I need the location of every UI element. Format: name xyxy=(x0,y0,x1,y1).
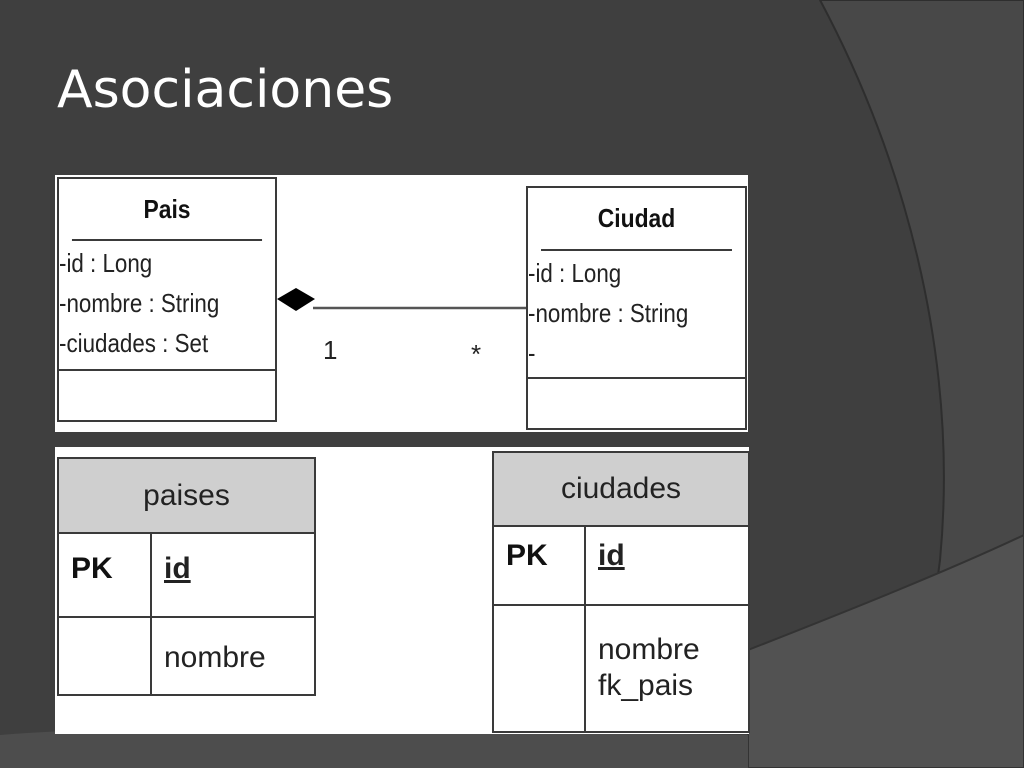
uml-attribute: -nombre : String xyxy=(528,298,689,328)
db-pk-column: id xyxy=(164,552,191,585)
db-key-label: PK xyxy=(59,534,152,616)
uml-class-diagram: Pais -id : Long -nombre : String -ciudad… xyxy=(55,175,748,432)
database-schema-diagram: paises PK id nombre ciudades PK id nombr… xyxy=(55,447,750,734)
uml-attribute: -nombre : String xyxy=(59,288,220,318)
db-key-empty xyxy=(494,606,586,731)
uml-class-ciudad: Ciudad -id : Long -nombre : String - xyxy=(526,186,747,430)
uml-attribute: -ciudades : Set xyxy=(59,328,209,358)
multiplicity-one: 1 xyxy=(323,335,338,365)
slide-title: Asociaciones xyxy=(57,60,394,120)
db-table-name: ciudades xyxy=(494,453,748,527)
db-table-paises: paises PK id nombre xyxy=(57,457,316,696)
association-connector xyxy=(277,288,526,311)
db-pk-column: id xyxy=(598,539,625,572)
multiplicity-many: * xyxy=(471,339,482,369)
uml-class-name: Ciudad xyxy=(541,188,732,251)
db-column: nombre xyxy=(598,633,700,666)
db-column: nombre xyxy=(164,641,266,674)
uml-attributes: -id : Long -nombre : String -ciudades : … xyxy=(59,241,275,371)
db-pk-row: PK id xyxy=(494,527,748,604)
db-column: fk_pais xyxy=(598,669,694,702)
db-key-label: PK xyxy=(494,527,586,604)
uml-class-name: Pais xyxy=(71,179,263,241)
db-table-ciudades: ciudades PK id nombre fk_pais xyxy=(492,451,750,733)
uml-attribute: -id : Long xyxy=(59,248,153,278)
db-key-empty xyxy=(59,618,152,694)
db-columns-row: nombre xyxy=(59,616,314,694)
db-columns: nombre xyxy=(152,618,266,694)
uml-class-pais: Pais -id : Long -nombre : String -ciudad… xyxy=(57,177,277,422)
uml-attributes: -id : Long -nombre : String - xyxy=(528,251,745,379)
db-pk-row: PK id xyxy=(59,534,314,616)
background-arc-bottom xyxy=(0,727,748,768)
db-columns: nombre fk_pais xyxy=(586,606,700,731)
db-columns-row: nombre fk_pais xyxy=(494,604,748,731)
filled-diamond-icon xyxy=(277,288,315,311)
db-table-name: paises xyxy=(59,459,314,534)
uml-attribute: -id : Long xyxy=(528,258,622,288)
uml-attribute: - xyxy=(528,338,536,368)
